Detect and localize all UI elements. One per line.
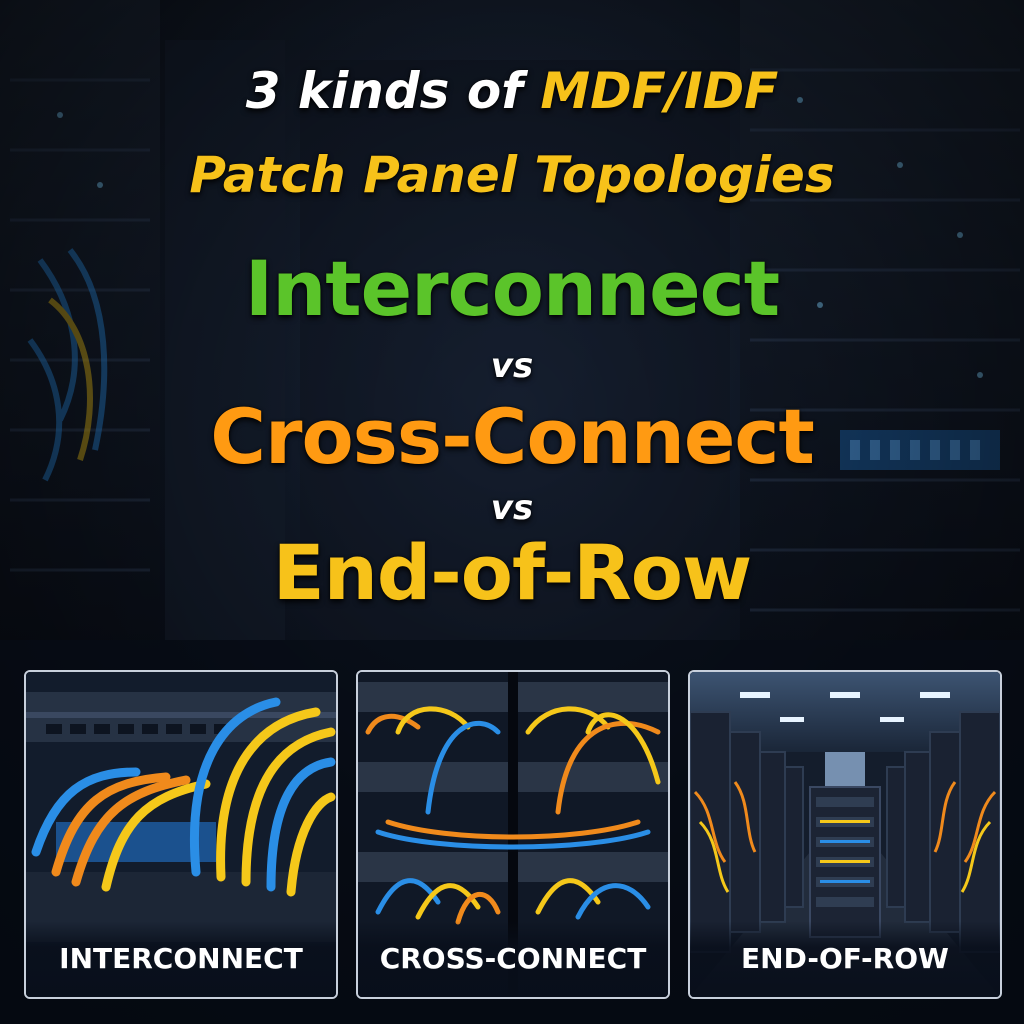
headline-line-1: 3 kinds of MDF/IDF [0, 62, 1024, 120]
card-label: END-OF-ROW [690, 921, 1000, 997]
headline-accent: MDF/IDF [540, 62, 779, 120]
vs-label-1: vs [490, 346, 534, 386]
card-cross-connect: CROSS-CONNECT [356, 670, 670, 999]
headline-prefix: 3 kinds of [245, 62, 541, 120]
topic-cross-connect: Cross-Connect [210, 392, 815, 481]
topic-end-of-row: End-of-Row [272, 528, 752, 617]
card-label: INTERCONNECT [26, 921, 336, 997]
topic-interconnect: Interconnect [244, 244, 780, 333]
card-end-of-row: END-OF-ROW [688, 670, 1002, 999]
vs-label-2: vs [490, 488, 534, 528]
card-label: CROSS-CONNECT [358, 921, 668, 997]
headline-line-2: Patch Panel Topologies [189, 146, 835, 204]
card-interconnect: INTERCONNECT [24, 670, 338, 999]
